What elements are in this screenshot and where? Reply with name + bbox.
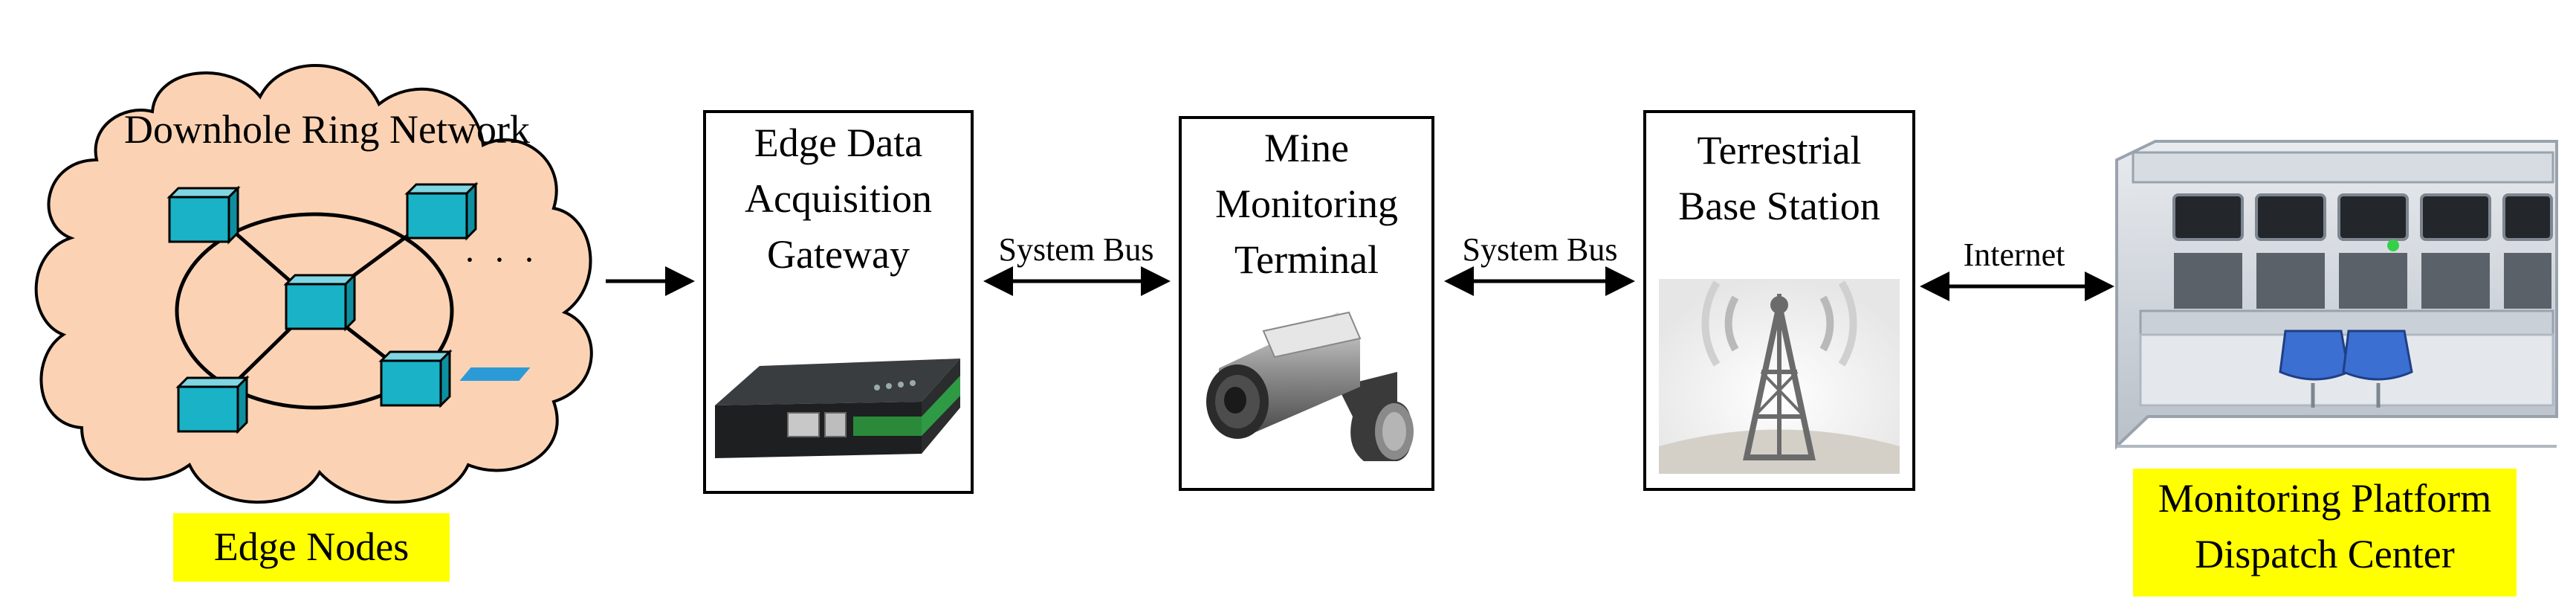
terminal-label-line-3: Terminal [1234, 237, 1379, 282]
system-bus-label-2: System Bus [1462, 231, 1617, 268]
radio-tower-image [1659, 279, 1900, 474]
base-station-block: Terrestrial Base Station [1643, 110, 1915, 491]
edge-node [378, 349, 453, 408]
ellipsis-more-nodes: · · · [464, 240, 540, 280]
dispatch-center-caption: Monitoring Platform Dispatch Center [2133, 469, 2517, 597]
downhole-ring-network-cloud: Downhole Ring Network [34, 64, 593, 504]
edge-node [404, 181, 479, 241]
edge-node [166, 185, 241, 245]
dispatch-center-image [2115, 140, 2558, 450]
caption-highlight [173, 513, 450, 582]
edge-nodes-label: Edge Nodes [214, 524, 409, 569]
gateway-block: Edge Data Acquisition Gateway [459, 110, 974, 494]
internet-label: Internet [1964, 237, 2065, 273]
ring-ellipse [175, 212, 454, 410]
gateway-device-image [459, 359, 960, 458]
terminal-label-line-1: Mine [1264, 126, 1349, 170]
terminal-label-line-2: Monitoring [1215, 181, 1398, 226]
gateway-label-line-1: Edge Data [754, 120, 922, 165]
edge-node [175, 375, 250, 434]
edge-node [283, 272, 357, 332]
gateway-label-line-3: Gateway [767, 232, 910, 277]
platform-label-line-2: Dispatch Center [2195, 532, 2454, 576]
camera-image [1206, 311, 1414, 461]
system-bus-label-1: System Bus [998, 231, 1153, 268]
caption-highlight [2133, 469, 2517, 597]
gateway-label-line-2: Acquisition [745, 176, 932, 221]
base-station-label-line-2: Base Station [1678, 184, 1880, 228]
base-station-label-line-1: Terrestrial [1697, 128, 1861, 173]
terminal-block: Mine Monitoring Terminal [1179, 116, 1434, 491]
edge-nodes-caption: Edge Nodes [173, 513, 450, 582]
platform-label-line-1: Monitoring Platform [2158, 476, 2491, 521]
cloud-title: Downhole Ring Network [124, 107, 530, 152]
